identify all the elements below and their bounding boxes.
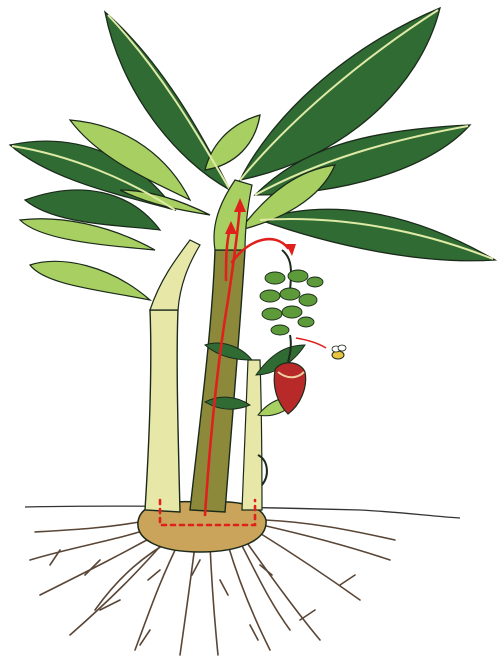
left-petiole [150,240,200,310]
central-petioles [214,180,252,250]
bee-icon [332,345,346,359]
banana-bunch [260,250,323,335]
left-pseudostem [145,310,180,512]
sucker-pseudostem [242,360,262,510]
left-plant-leaves [10,120,190,300]
central-plant-leaves [105,8,495,261]
